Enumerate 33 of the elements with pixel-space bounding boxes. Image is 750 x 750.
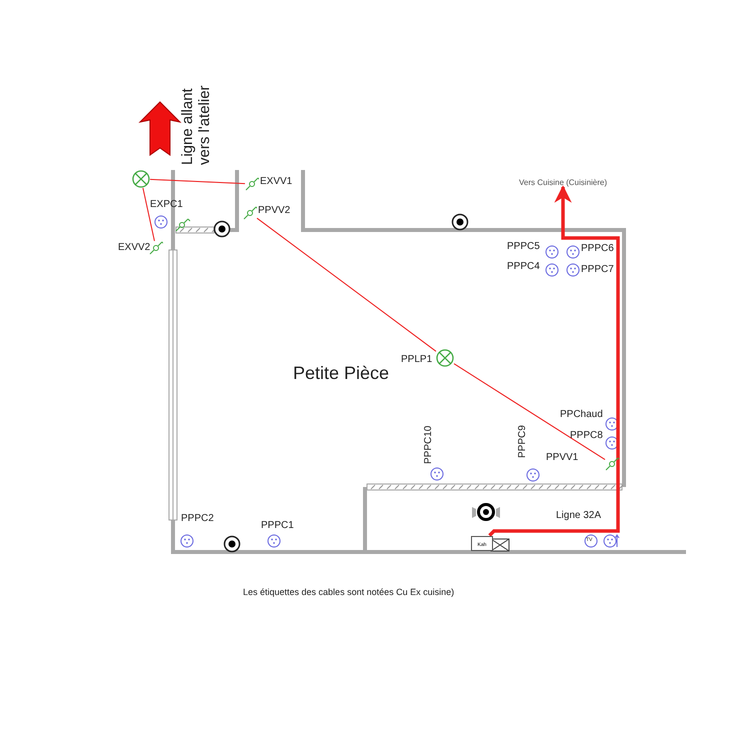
- device-label: EXPC1: [150, 199, 183, 210]
- meter-box: [471, 536, 493, 550]
- device-label: PPPC8: [570, 430, 603, 441]
- device-label: Ligne 32A: [556, 510, 602, 521]
- switch-icon: [243, 206, 257, 220]
- device-label: PPPC5: [507, 241, 540, 252]
- device-label: PPPC10: [423, 428, 434, 464]
- device-label: PPPC4: [507, 261, 540, 272]
- device-label: PPChaud: [560, 409, 603, 420]
- wire-line: [142, 188, 155, 242]
- device-label: EXVV2: [118, 242, 150, 253]
- lamp-icon: [132, 170, 150, 188]
- lamp-icon: [436, 349, 454, 367]
- switch-icon: [245, 177, 259, 191]
- device-label: PPLP1: [401, 354, 432, 365]
- device-label: PPPC1: [261, 520, 294, 531]
- device-label: PPPC9: [517, 428, 528, 458]
- device-label: PPPC2: [181, 513, 214, 524]
- switch-icon: [149, 241, 163, 255]
- wire-line: [256, 218, 436, 352]
- device-label: PPVV1: [546, 452, 578, 463]
- wire-line: [454, 363, 606, 460]
- room-name: Petite Pièce: [293, 364, 390, 384]
- device-label: PPVV2: [258, 205, 290, 216]
- destination-label: Vers Cuisine (Cuisinière): [483, 178, 643, 187]
- device-label: Ligne allant vers l'atelier: [180, 84, 213, 165]
- cable-route-arrow: [488, 185, 620, 537]
- device-label: PPPC6: [581, 243, 614, 254]
- device-label: EXVV1: [260, 176, 292, 187]
- wire-line: [150, 178, 246, 184]
- note-text: Les étiquettes des cables sont notées Cu Ex cuisine): [243, 588, 454, 598]
- switch-icon: [605, 457, 619, 471]
- device-label: PPPC7: [581, 264, 614, 275]
